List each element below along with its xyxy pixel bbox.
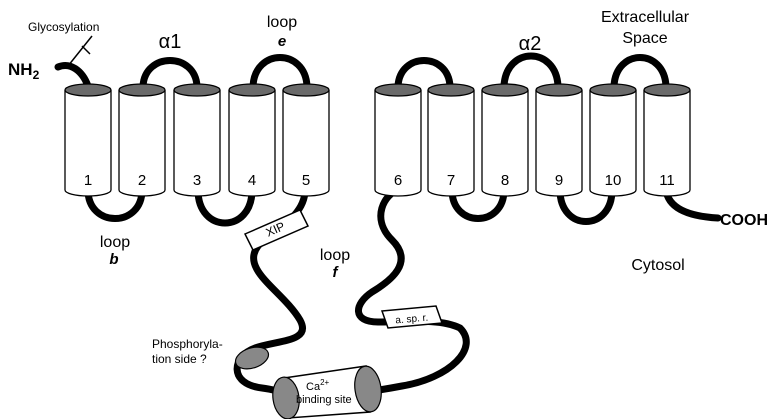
n-terminal-tail <box>58 66 88 86</box>
helix-cap <box>428 84 474 96</box>
helix-cap <box>644 84 690 96</box>
loop-6-7 <box>398 61 450 87</box>
glycosylation-label: Glycosylation <box>28 20 99 34</box>
loop-2-3 <box>143 61 197 87</box>
helix-9: 9 <box>536 84 582 196</box>
helix-cap <box>536 84 582 96</box>
helix-number: 6 <box>394 172 402 189</box>
helix-number: 2 <box>138 172 146 189</box>
extracellular-label-line2: Space <box>622 30 667 47</box>
loop-f-letter: f <box>333 264 340 281</box>
alpha2-label: α2 <box>519 33 542 55</box>
loop-10-11 <box>614 58 666 87</box>
helix-number: 1 <box>84 172 92 189</box>
helix-4: 4 <box>229 84 275 196</box>
helix-cap <box>375 84 421 96</box>
loop-8-9 <box>504 56 558 86</box>
helix-10: 10 <box>590 84 636 196</box>
helix-3: 3 <box>174 84 220 196</box>
helix-cap <box>229 84 275 96</box>
helix-number: 10 <box>605 172 622 189</box>
helix-number: 8 <box>501 172 509 189</box>
alpha1-label: α1 <box>159 31 182 53</box>
loop-4-5 <box>253 58 307 87</box>
loop-b-word: loop <box>100 234 130 251</box>
helices-group: 1 2 3 4 5 6 7 8 9 10 11 <box>65 84 690 196</box>
helix-number: 7 <box>447 172 455 189</box>
phosphorylation-label-line1: Phosphoryla- <box>152 337 223 351</box>
xip-box: XIP <box>245 210 308 250</box>
helix-8: 8 <box>482 84 528 196</box>
cytosol-label: Cytosol <box>631 257 684 274</box>
loop-e-letter: e <box>278 33 286 50</box>
ca-binding-cylinder <box>270 364 384 419</box>
helix-cap <box>482 84 528 96</box>
helix-5: 5 <box>283 84 329 196</box>
helix-number: 11 <box>659 172 675 189</box>
helix-cap <box>590 84 636 96</box>
loop-e-word: loop <box>267 14 297 31</box>
loop-f-word: loop <box>320 247 350 264</box>
helix-1: 1 <box>65 84 111 196</box>
nh2-label: NH2 <box>8 60 40 82</box>
glycosylation-mark <box>68 36 92 66</box>
loop-b-letter: b <box>109 251 118 268</box>
loop-f-right <box>358 190 466 393</box>
helix-7: 7 <box>428 84 474 196</box>
helix-cap <box>174 84 220 96</box>
helix-2: 2 <box>119 84 165 196</box>
helix-number: 3 <box>193 172 201 189</box>
helix-cap <box>283 84 329 96</box>
helix-6: 6 <box>375 84 421 196</box>
helix-cap <box>65 84 111 96</box>
binding-site-label: binding site <box>296 394 352 406</box>
phosphorylation-label-line2: tion side ? <box>152 352 207 366</box>
helix-number: 9 <box>555 172 563 189</box>
helix-number: 4 <box>248 172 256 189</box>
helix-number: 5 <box>302 172 310 189</box>
helix-cap <box>119 84 165 96</box>
helix-11: 11 <box>644 84 690 196</box>
cooh-label: COOH <box>720 212 768 229</box>
extracellular-label-line1: Extracellular <box>601 9 690 26</box>
